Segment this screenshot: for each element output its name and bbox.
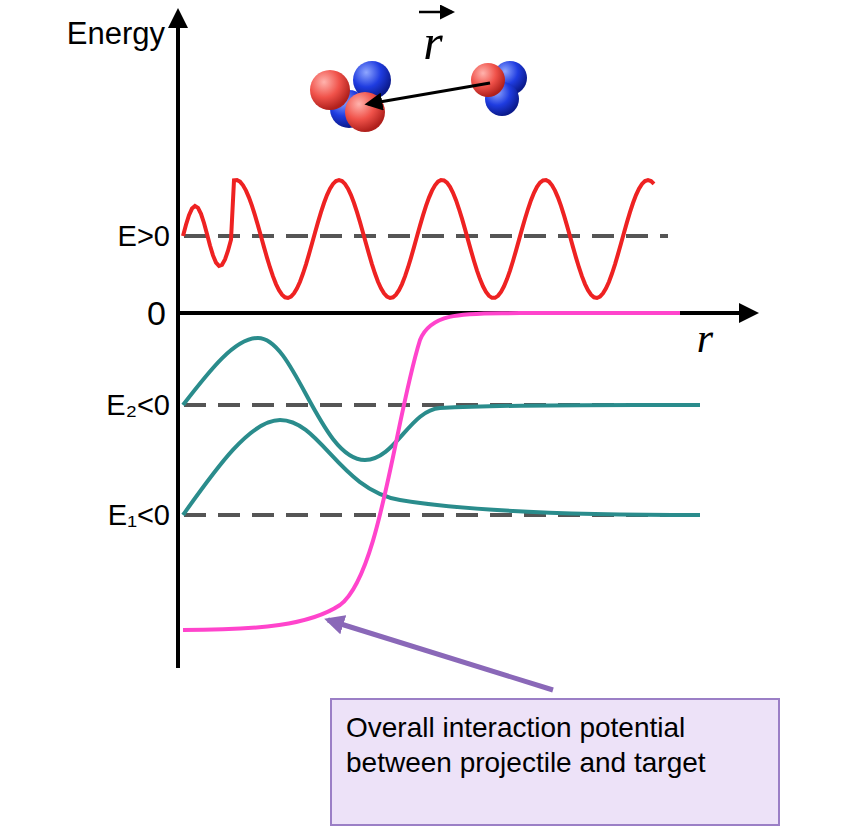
scattering-wavefunction	[183, 180, 654, 298]
axis-title: Energy	[67, 18, 165, 49]
energy-levels	[184, 236, 700, 515]
bound-state-2	[183, 338, 700, 460]
energy-level-label: E>0	[118, 222, 170, 251]
energy-level-label: E₂<0	[106, 391, 170, 420]
projectile-nucleus	[471, 61, 527, 116]
bound-state-1	[183, 420, 700, 515]
vector-arrow	[419, 11, 452, 14]
callout-leader	[328, 620, 553, 690]
vector-label: r	[423, 17, 442, 67]
separation-vector	[368, 83, 490, 104]
target-nucleus	[310, 61, 391, 132]
energy-axis	[176, 12, 180, 668]
axis-label: r	[697, 317, 713, 359]
callout-text: Overall interaction potential between pr…	[346, 710, 764, 780]
callout-box: Overall interaction potential between pr…	[330, 698, 780, 826]
origin-label: 0	[147, 296, 166, 330]
interaction-potential	[183, 313, 680, 630]
energy-level-label: E₁<0	[108, 501, 170, 530]
